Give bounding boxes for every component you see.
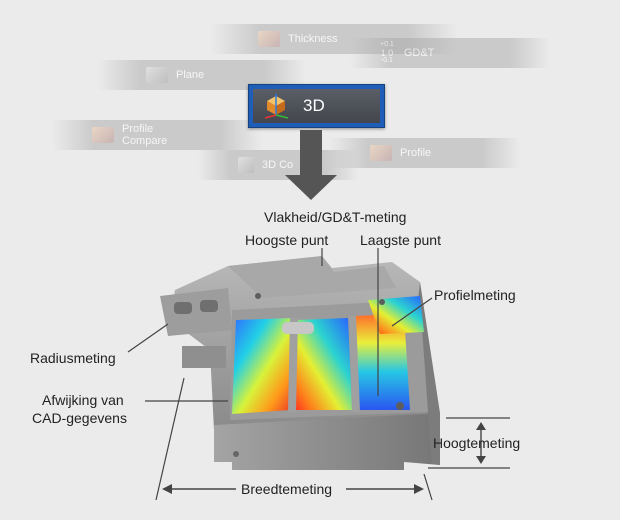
profile-compare-line-2: Compare (122, 135, 168, 147)
label-flatness: Vlakheid/GD&T-meting (264, 209, 407, 225)
profile-compare-icon (92, 127, 114, 143)
gdt-icon: +0.1 1 0 -0.1 (380, 41, 394, 65)
width-dimension-icon (162, 484, 424, 494)
3d-compare-icon (238, 157, 254, 173)
label-width-measurement: Breedtemeting (241, 481, 333, 497)
profile-label: Profile (400, 147, 432, 159)
3d-button[interactable]: 3D (248, 84, 385, 128)
profile-compare-label: Profile Compare (122, 123, 167, 147)
label-height-measurement: Hoogtemeting (433, 435, 521, 451)
gdt-tolerance-plus: +0.1 (380, 41, 394, 48)
menu-item-profile-compare[interactable]: Profile Compare (52, 120, 262, 150)
machined-part (160, 256, 440, 470)
3d-cube-icon (264, 94, 289, 119)
profile-compare-line-1: Profile (122, 123, 154, 135)
gdt-tolerance-minus: -0.1 (380, 57, 393, 64)
menu-item-thickness[interactable]: Thickness (210, 24, 458, 54)
label-deviation-line-2: CAD-gegevens (32, 410, 127, 426)
profile-icon (370, 145, 392, 161)
plane-label: Plane (176, 69, 205, 81)
menu-item-profile[interactable]: Profile (330, 138, 520, 168)
menu-item-3d-compare[interactable]: 3D Co (198, 150, 358, 180)
label-radius-measurement: Radiusmeting (30, 350, 116, 366)
down-arrow-icon (285, 130, 337, 200)
gdt-symbol: 1 0 (380, 48, 394, 58)
height-dimension-icon (476, 422, 486, 464)
label-highest-point: Hoogste punt (245, 232, 329, 248)
3d-button-label: 3D (303, 96, 325, 115)
callout-lines (127, 248, 510, 501)
plane-icon (146, 67, 168, 83)
thickness-icon (258, 31, 280, 47)
3d-compare-label: 3D Co (262, 159, 294, 171)
label-lowest-point: Laagste punt (360, 232, 441, 248)
thickness-label: Thickness (288, 33, 338, 45)
label-profile-measurement: Profielmeting (434, 287, 516, 303)
gdt-label: GD&T (403, 47, 435, 59)
3d-button-face: 3D (253, 89, 380, 123)
menu-item-gdt[interactable]: +0.1 1 0 -0.1 GD&T (350, 38, 550, 68)
label-deviation-line-1: Afwijking van (42, 392, 124, 408)
